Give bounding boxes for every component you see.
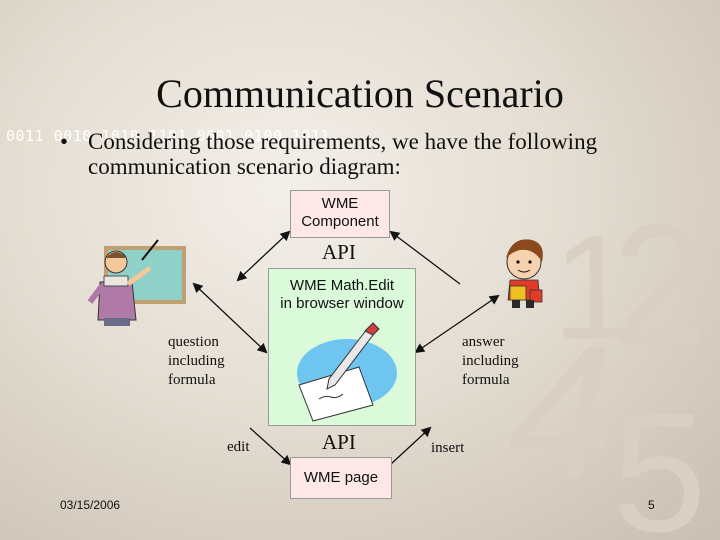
- mathedit-box: WME Math.Edit in browser window: [268, 268, 416, 426]
- decor-digit-1: 1: [552, 203, 636, 371]
- answer-label-line1: answer: [462, 334, 505, 350]
- student-icon: [506, 239, 543, 308]
- wme-page-box: WME page: [290, 457, 392, 499]
- footer-date: 03/15/2006: [60, 498, 121, 512]
- arrow-component-to-mathedit-left: [236, 230, 291, 282]
- wme-component-box: WME Component: [290, 190, 390, 238]
- edit-label: edit: [227, 439, 250, 455]
- decor-digit-5: 5: [612, 378, 707, 540]
- question-label: question including formula: [168, 333, 225, 390]
- pencil-paper-icon: [297, 322, 397, 422]
- slide-title: Communication Scenario: [156, 71, 564, 116]
- decor-digit-4: 4: [508, 307, 614, 519]
- answer-label: answer including formula: [462, 333, 519, 390]
- wme-component-label-line1: WME: [321, 195, 359, 212]
- arrow-student-to-mathedit: [414, 294, 500, 354]
- insert-label: insert: [431, 440, 465, 456]
- mathedit-label-line1: WME Math.Edit: [289, 277, 395, 294]
- arrow-teacher-to-mathedit: [192, 282, 268, 354]
- api-bottom-label: API: [322, 430, 356, 454]
- mathedit-label-line2: in browser window: [280, 295, 404, 312]
- arrow-edit: [249, 427, 292, 466]
- arrow-insert: [390, 426, 432, 465]
- question-label-line3: formula: [168, 372, 216, 388]
- answer-label-line3: formula: [462, 372, 510, 388]
- answer-label-line2: including: [462, 353, 519, 369]
- teacher-icon: [87, 239, 186, 326]
- question-label-line2: including: [168, 353, 225, 369]
- footer-page-number: 5: [648, 498, 655, 512]
- bullet-text: Considering those requirements, we have …: [88, 129, 598, 179]
- background-binary-text: 0011 0010 1010 1101 0001 0100 1011: [6, 127, 331, 145]
- arrow-component-to-student: [389, 230, 461, 285]
- question-label-line1: question: [168, 334, 219, 350]
- wme-component-label-line2: Component: [301, 213, 379, 230]
- decor-digit-2: 2: [612, 190, 707, 380]
- api-top-label: API: [322, 240, 356, 264]
- bullet-marker: •: [60, 129, 69, 154]
